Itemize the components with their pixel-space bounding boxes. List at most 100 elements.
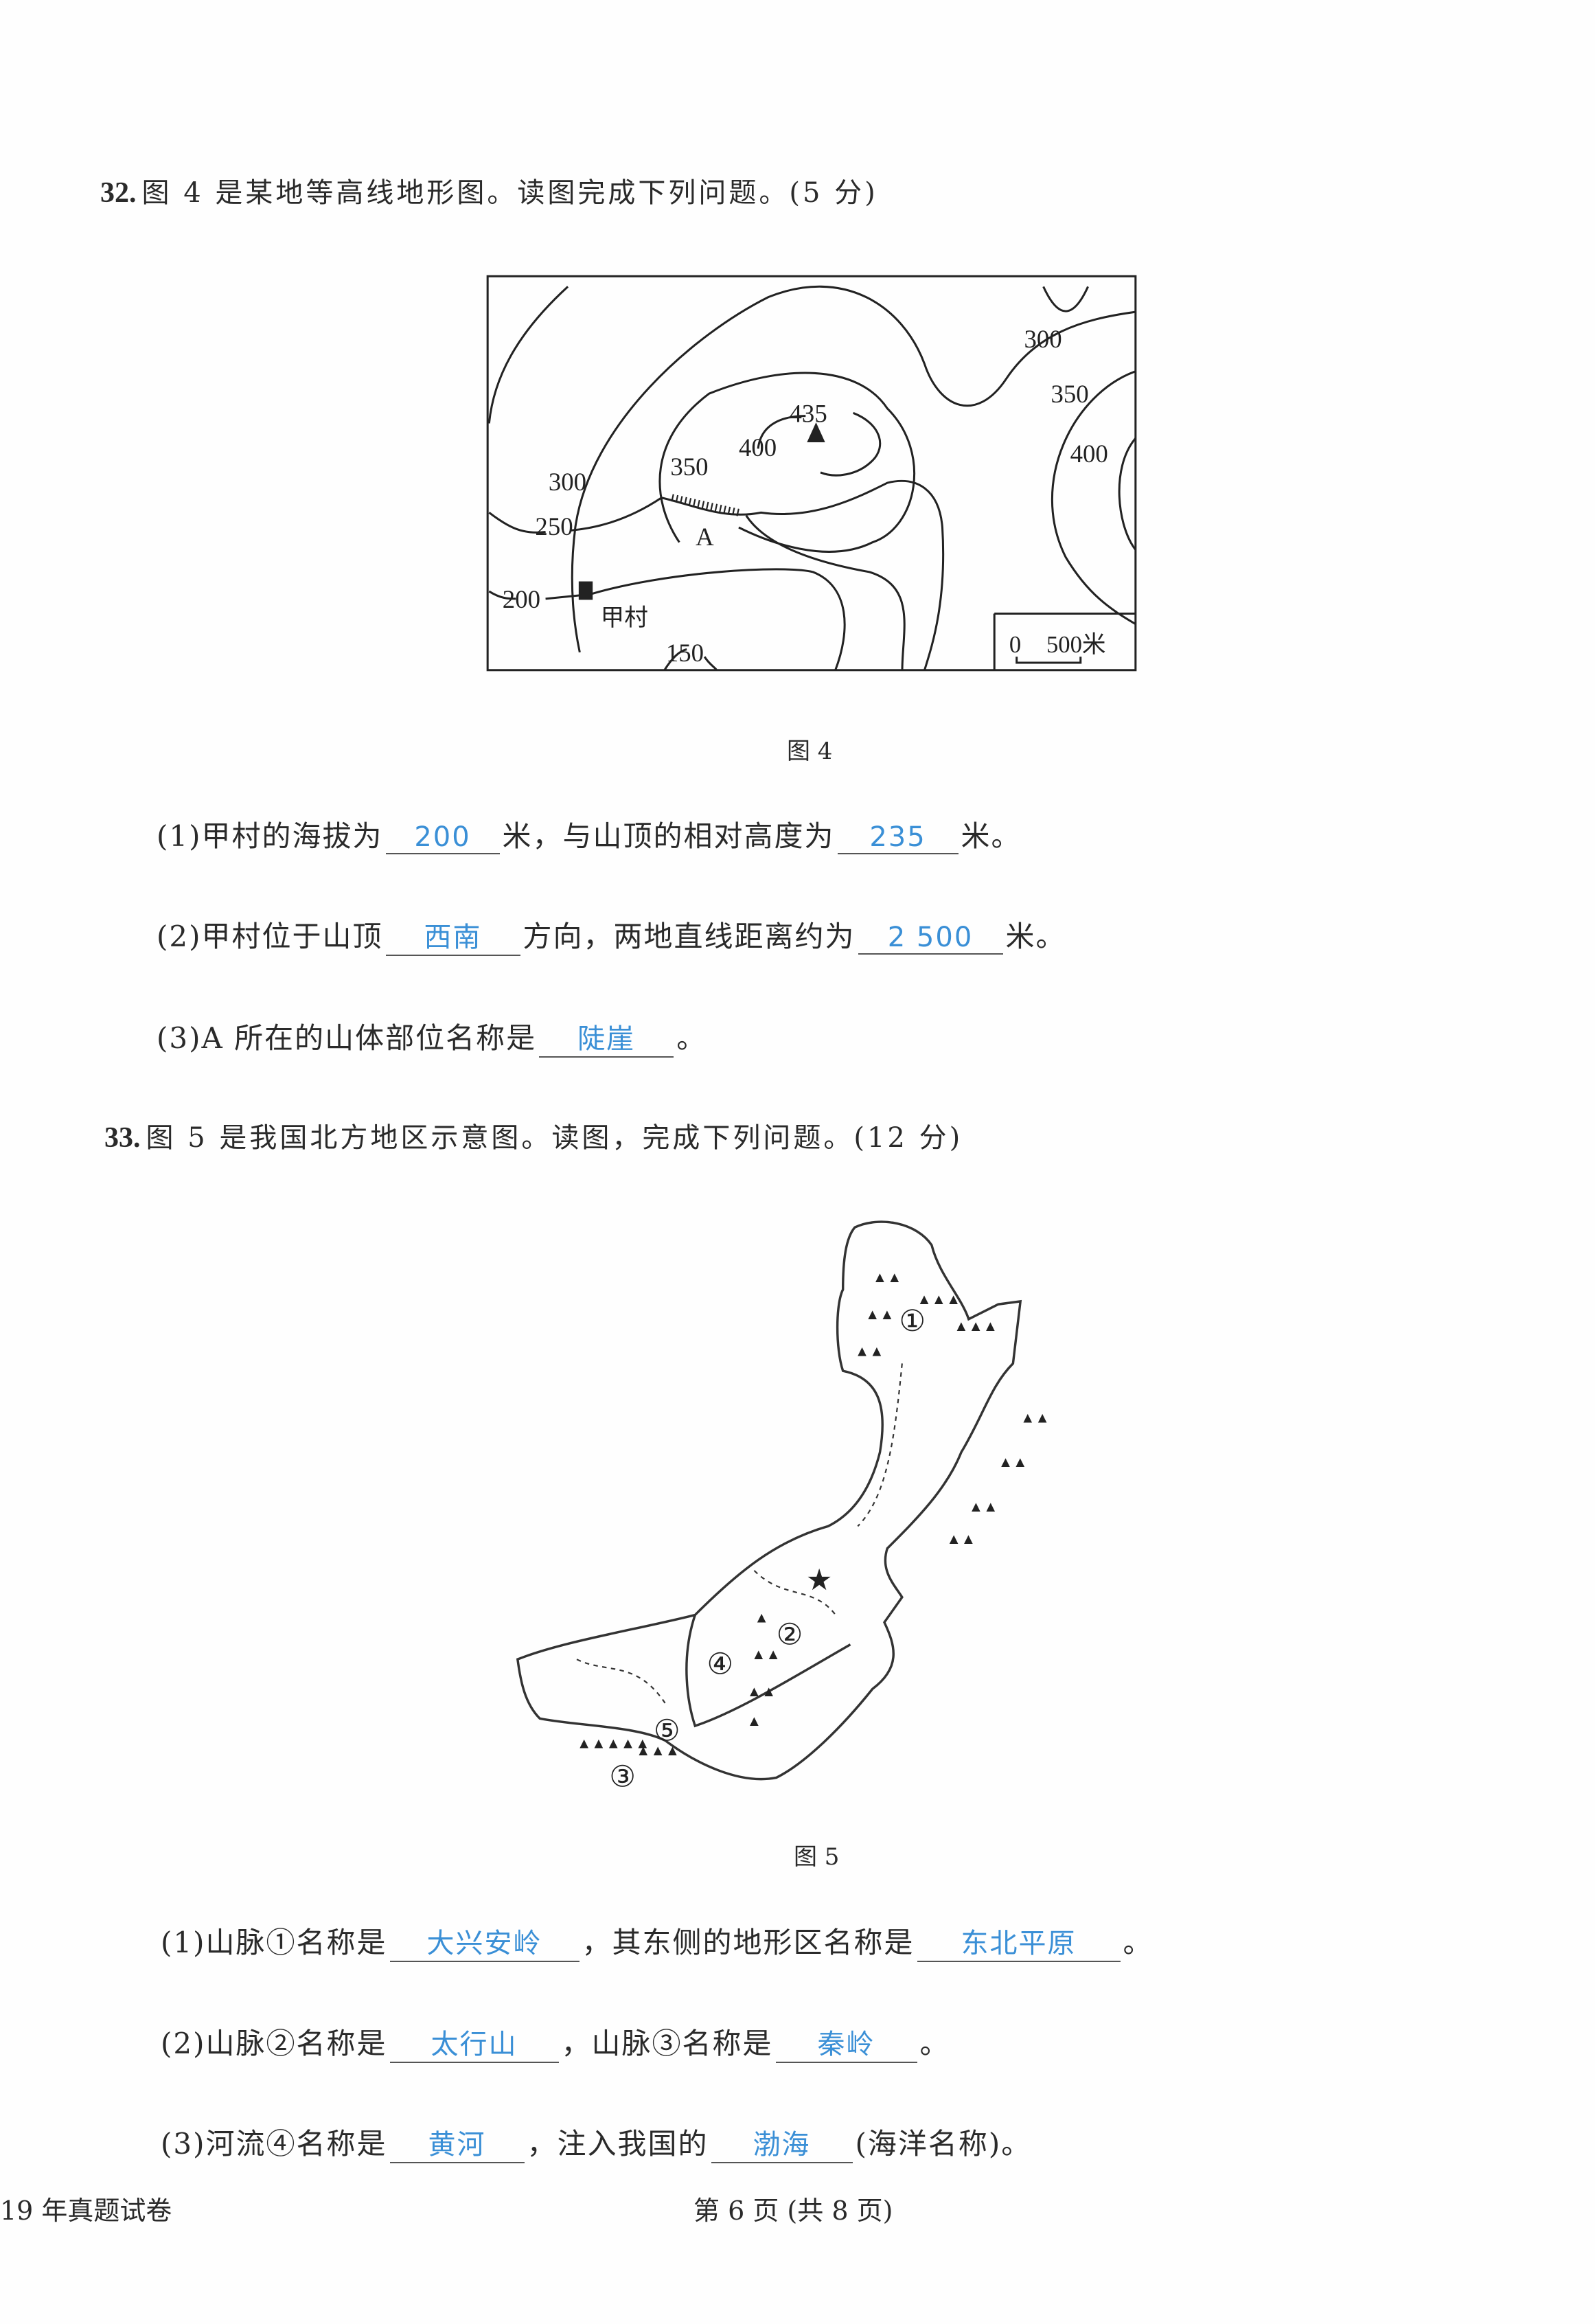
label-mountain-2: ②: [777, 1619, 803, 1652]
svg-text:▲▲: ▲▲: [751, 1646, 781, 1663]
label-400-right: 400: [1070, 440, 1108, 468]
answer-blank[interactable]: 235: [837, 821, 959, 854]
region-outline: [516, 1220, 1022, 1781]
answer-blank[interactable]: 黄河: [389, 2122, 525, 2163]
answer-blank[interactable]: 太行山: [389, 2022, 559, 2063]
item-text: 方向，两地直线距离约为: [523, 920, 856, 953]
item-text: (3)A 所在的山体部位名称是: [157, 1021, 537, 1055]
scale-box: [993, 613, 1136, 670]
contour-400: [757, 411, 882, 477]
answer-blank[interactable]: 陡崖: [539, 1016, 674, 1058]
svg-text:▲▲▲: ▲▲▲: [917, 1291, 961, 1308]
label-village: 甲村: [601, 605, 648, 631]
question-32: 32.图 4 是某地等高线地形图。读图完成下列问题。(5 分): [100, 170, 878, 210]
label-400: 400: [739, 433, 777, 462]
scale-bar: [1015, 657, 1082, 664]
item-text: (海洋名称)。: [855, 2127, 1032, 2161]
answer-blank[interactable]: 渤海: [711, 2122, 853, 2163]
label-300: 300: [549, 468, 586, 496]
item-text: (2)甲村位于山顶: [157, 920, 383, 953]
svg-text:▲▲▲: ▲▲▲: [636, 1742, 680, 1759]
contour-350-right: [1051, 370, 1136, 625]
contour-line: [1042, 286, 1089, 312]
svg-text:▲▲▲: ▲▲▲: [954, 1318, 998, 1334]
label-5: ⑤: [654, 1716, 680, 1748]
svg-text:▲▲▲▲▲: ▲▲▲▲▲: [577, 1735, 650, 1751]
label-300-right: 300: [1024, 325, 1062, 353]
svg-text:▲▲: ▲▲: [855, 1343, 884, 1360]
river-4: [685, 1614, 851, 1728]
q33-item-2: (2)山脉②名称是太行山，山脉③名称是秦岭。: [161, 2020, 950, 2063]
item-text: (1)甲村的海拔为: [157, 819, 383, 853]
item-text: 。: [919, 2027, 950, 2060]
label-mountain-3: ③: [609, 1761, 636, 1792]
label-a: A: [696, 523, 714, 551]
contour-map-figure-4: 435 400 350 300 250 200 150 300 350 400 …: [486, 275, 1137, 672]
label-150: 150: [666, 639, 704, 667]
capital-star-icon: ★: [806, 1564, 833, 1597]
answer-blank[interactable]: 大兴安岭: [389, 1921, 580, 1962]
contour-line: [487, 286, 569, 424]
item-text: (1)山脉①名称是: [161, 1926, 387, 1959]
label-200: 200: [503, 585, 540, 613]
svg-text:▲▲: ▲▲: [865, 1306, 895, 1323]
figure-4-caption: 图 4: [787, 738, 833, 765]
province-boundaries: [576, 1363, 903, 1705]
question-33: 33.图 5 是我国北方地区示意图。读图，完成下列问题。(12 分): [104, 1115, 963, 1155]
question-text: 图 5 是我国北方地区示意图。读图，完成下列问题。(12 分): [146, 1122, 963, 1154]
figure-5-caption: 图 5: [794, 1843, 840, 1871]
scale-zero: 0: [1009, 632, 1021, 658]
item-text: ，注入我国的: [527, 2127, 709, 2161]
contour-400-right: [1118, 437, 1137, 551]
item-text: 米。: [1005, 920, 1066, 953]
svg-text:▲: ▲: [747, 1713, 761, 1729]
question-number: 33.: [104, 1122, 141, 1154]
svg-text:▲▲: ▲▲: [998, 1454, 1028, 1470]
label-350: 350: [670, 453, 708, 481]
item-text: 米，与山顶的相对高度为: [502, 819, 835, 853]
footer-title: 19 年真题试卷: [0, 2196, 172, 2226]
answer-blank[interactable]: 秦岭: [775, 2022, 917, 2063]
peak-triangle-icon: [807, 422, 825, 442]
answer-blank[interactable]: 2 500: [858, 922, 1003, 955]
north-china-map-figure-5: ▲▲▲▲▲▲▲▲▲▲▲▲ ▲▲▲▲▲▲▲▲ ▲▲▲▲▲▲ ▲▲▲▲▲▲▲▲ ★ …: [516, 1220, 1050, 1792]
label-250: 250: [535, 512, 573, 540]
answer-blank[interactable]: 东北平原: [917, 1921, 1121, 1962]
svg-text:▲▲: ▲▲: [747, 1683, 777, 1700]
mountain-symbols: ▲▲▲▲▲▲▲▲▲▲▲▲ ▲▲▲▲▲▲▲▲ ▲▲▲▲▲▲ ▲▲▲▲▲▲▲▲: [577, 1269, 1050, 1759]
svg-text:▲: ▲: [754, 1609, 768, 1626]
svg-text:▲▲: ▲▲: [873, 1269, 902, 1286]
answer-blank[interactable]: 西南: [385, 915, 520, 956]
svg-text:▲▲: ▲▲: [969, 1499, 998, 1515]
label-435: 435: [790, 399, 827, 427]
scale-length: 500米: [1046, 632, 1106, 658]
map-border: [486, 275, 1137, 672]
contour-250: [488, 479, 945, 671]
item-text: (3)河流④名称是: [161, 2127, 387, 2161]
label-350-right: 350: [1051, 380, 1088, 408]
item-text: 。: [676, 1021, 707, 1055]
item-text: 。: [1123, 1926, 1154, 1959]
q33-item-1: (1)山脉①名称是大兴安岭，其东侧的地形区名称是东北平原。: [161, 1919, 1154, 1962]
q32-item-3: (3)A 所在的山体部位名称是陡崖。: [157, 1015, 707, 1058]
question-number: 32.: [100, 177, 137, 209]
village-icon: [578, 581, 593, 600]
label-mountain-1: ①: [899, 1306, 926, 1338]
item-text: (2)山脉②名称是: [161, 2027, 387, 2060]
item-text: ，山脉③名称是: [561, 2027, 773, 2060]
question-text: 图 4 是某地等高线地形图。读图完成下列问题。(5 分): [141, 177, 878, 209]
q33-item-3: (3)河流④名称是黄河，注入我国的渤海(海洋名称)。: [161, 2121, 1031, 2163]
item-text: ，其东侧的地形区名称是: [582, 1926, 915, 1959]
contour-150: [663, 648, 718, 671]
label-river-4: ④: [707, 1649, 734, 1681]
contour-350: [658, 372, 916, 553]
contour-300: [571, 285, 1136, 653]
page-number: 第 6 页 (共 8 页): [693, 2196, 893, 2226]
item-text: 米。: [961, 819, 1022, 853]
svg-text:▲▲: ▲▲: [946, 1531, 976, 1547]
svg-text:▲▲: ▲▲: [1020, 1410, 1050, 1426]
answer-blank[interactable]: 200: [385, 821, 500, 854]
contour-line: [745, 514, 906, 670]
